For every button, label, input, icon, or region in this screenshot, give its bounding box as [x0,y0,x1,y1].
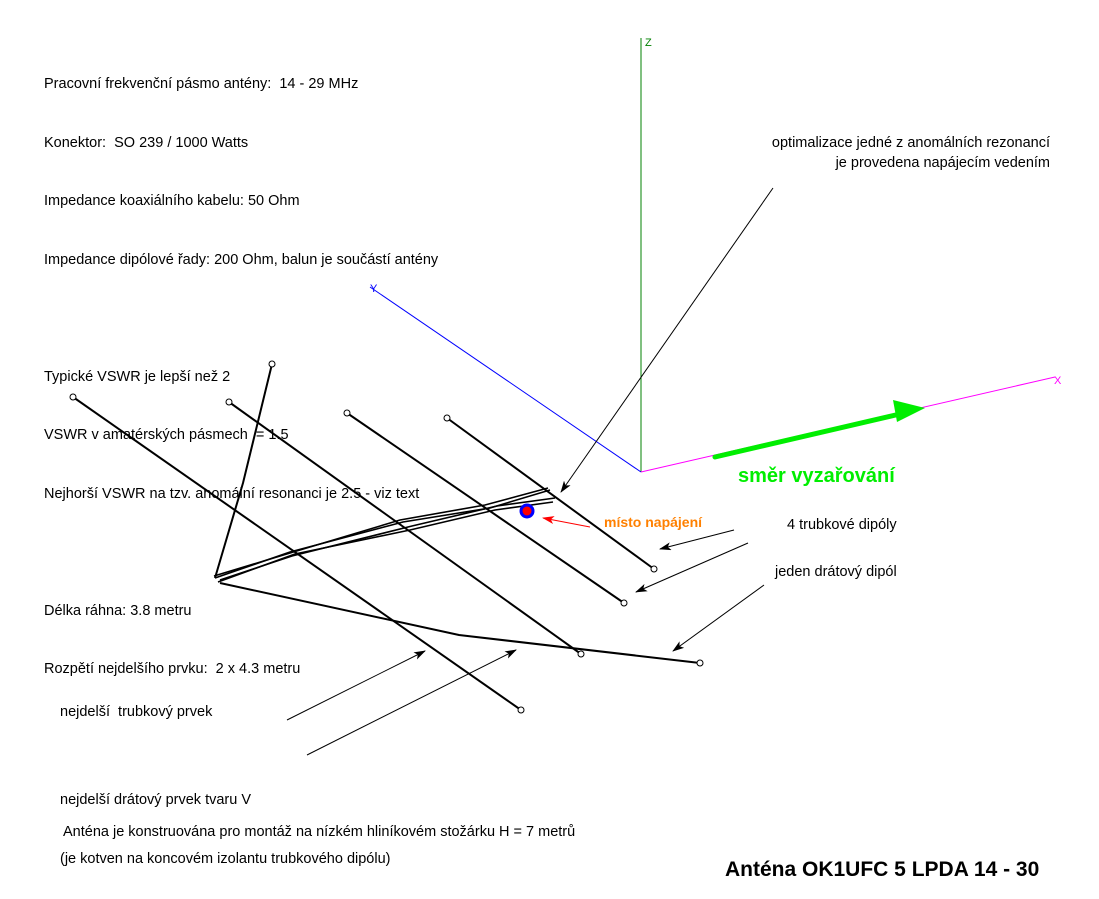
longest-v-line-1: nejdelší drátový prvek tvaru V [60,792,252,808]
spec-line: Konektor: SO 239 / 1000 Watts [44,134,249,151]
longest-tube-label: nejdelší trubkový prvek [60,704,213,720]
spec-line: Impedance koaxiálního kabelu: 50 Ohm [44,193,300,209]
mast-note: Anténa je konstruována pro montáž na níz… [63,824,576,840]
spec-line: Impedance dipólové řady: 200 Ohm, balun … [44,251,439,268]
specifications: Pracovní frekvenční pásmo antény: 14 - 2… [44,36,438,699]
element-end-markers [69,360,704,714]
feed-point-icon [519,503,535,519]
wire-v-element [214,363,701,664]
feed-point-arrow [542,516,591,528]
radiation-direction-arrow [712,400,925,460]
wire-dipole-label: jeden drátový dipól [775,564,897,580]
radiation-direction-label: směr vyzařování [738,465,895,487]
boom-lines [213,487,556,583]
spec-line: Typické VSWR je lepší než 2 [44,368,231,385]
longest-v-label: nejdelší drátový prvek tvaru V (je kotve… [60,752,390,889]
spec-line: Nejhorší VSWR na tzv. anomální resonanci… [44,485,420,502]
spec-line: Pracovní frekvenční pásmo antény: 14 - 2… [44,76,359,92]
tube-dipoles-label: 4 trubkové dipóly [787,517,897,533]
x-axis-label: X [1054,375,1062,387]
spec-line: VSWR v amatérských pásmech = 1.5 [44,427,289,443]
callout-arrows [286,187,774,756]
optimization-note: optimalizace jedné z anomálních rezonanc… [771,135,1050,171]
spec-line: Rozpětí nejdelšího prvku: 2 x 4.3 metru [44,661,301,677]
y-axis-label: Y [370,283,378,295]
diagram-title: Anténa OK1UFC 5 LPDA 14 - 30 [725,858,1040,881]
feed-point-label: místo napájení [604,514,703,530]
z-axis-label: Z [645,37,652,49]
y-axis [369,286,642,473]
spec-line: Délka ráhna: 3.8 metru [44,602,192,619]
longest-v-line-2: (je kotven na koncovém izolantu trubkové… [60,850,391,867]
